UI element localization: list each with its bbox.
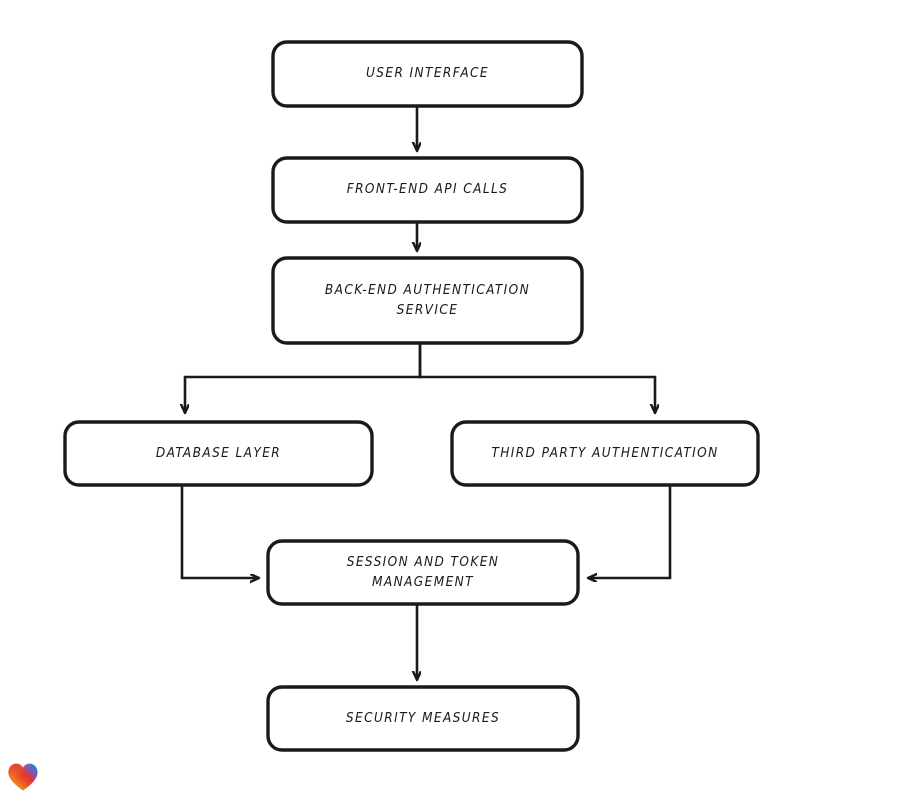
node-box-session-token-mgmt[interactable] <box>266 539 580 606</box>
node-box-user-interface[interactable] <box>271 40 584 108</box>
node-boxes <box>63 40 760 752</box>
node-box-back-end-auth-service[interactable] <box>271 256 584 345</box>
edge-db-to-session <box>180 485 258 578</box>
node-box-front-end-api-calls[interactable] <box>271 156 584 224</box>
heart-icon <box>7 762 39 792</box>
edge-backend-to-third <box>418 343 655 412</box>
edges <box>180 106 672 679</box>
edge-backend-to-db <box>185 343 422 412</box>
node-box-security-measures[interactable] <box>266 685 580 752</box>
node-box-database-layer[interactable] <box>63 420 374 487</box>
node-box-third-party-auth[interactable] <box>450 420 760 487</box>
edge-third-to-session <box>589 485 672 578</box>
